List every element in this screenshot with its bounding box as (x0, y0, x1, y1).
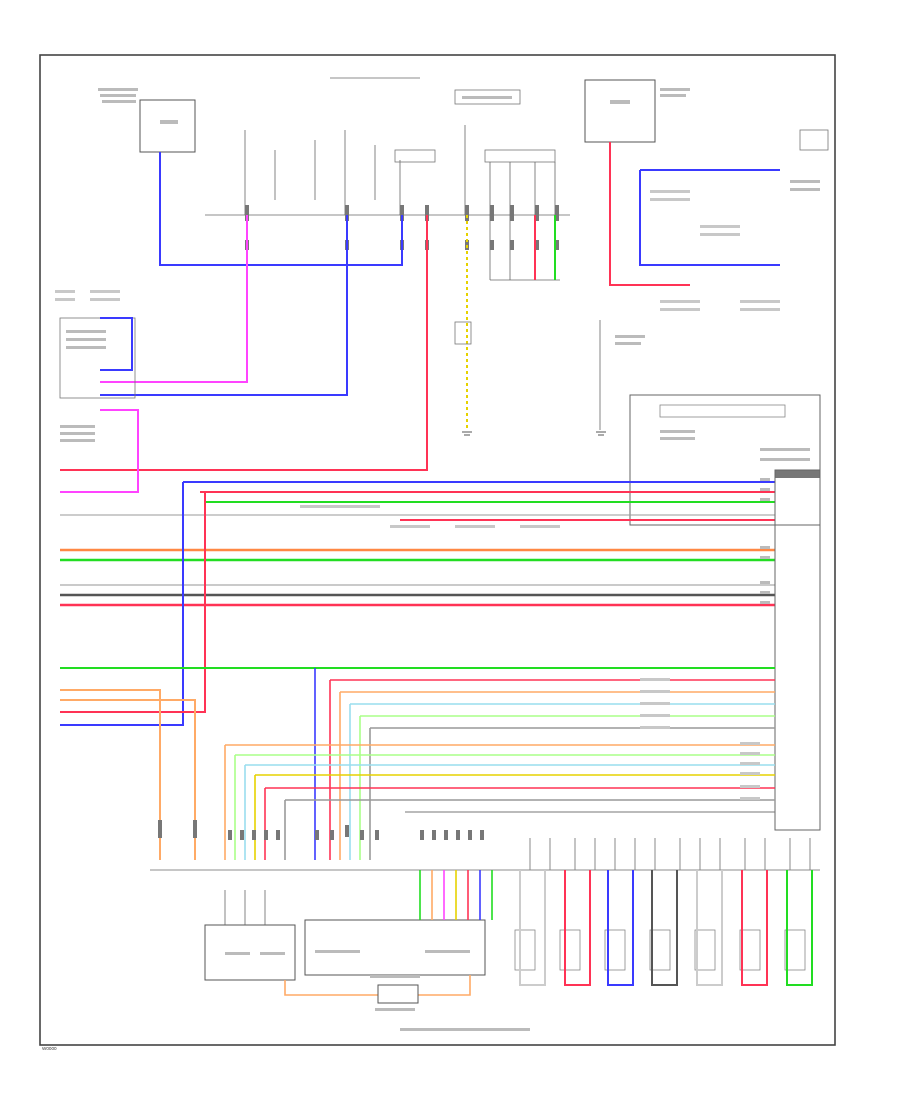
wires-bottom-mid (419, 870, 493, 920)
junction-label-top (454, 89, 521, 105)
wires-top (60, 142, 780, 471)
micro-labels (55, 190, 780, 800)
component-bottom-mid (304, 919, 486, 976)
wires-lower-fanout (224, 668, 775, 860)
component-box-right-mid (629, 394, 821, 526)
relay-group-top (205, 125, 570, 281)
component-box-top-right (584, 79, 656, 143)
wires-left-vertical (60, 482, 775, 860)
right-pin-markers (760, 478, 770, 604)
ground-symbols (462, 431, 606, 436)
component-mid-center (454, 321, 472, 345)
component-bottom-small (377, 984, 419, 1004)
diagram-frame (39, 54, 836, 1046)
pins-right-bottom (529, 838, 811, 870)
main-bus-wires (60, 481, 775, 607)
label-block-top-left (98, 88, 178, 124)
connector-pins-lower (158, 820, 484, 840)
module-right-main (774, 469, 821, 831)
wire-bottom-orange (284, 975, 471, 996)
sensor-modules-bottom-right (514, 870, 813, 986)
footer-code: W0000 (42, 1046, 57, 1051)
component-box-top-left (139, 99, 196, 153)
label-bottom-center (400, 1028, 530, 1031)
component-box-left-mid (59, 317, 136, 399)
